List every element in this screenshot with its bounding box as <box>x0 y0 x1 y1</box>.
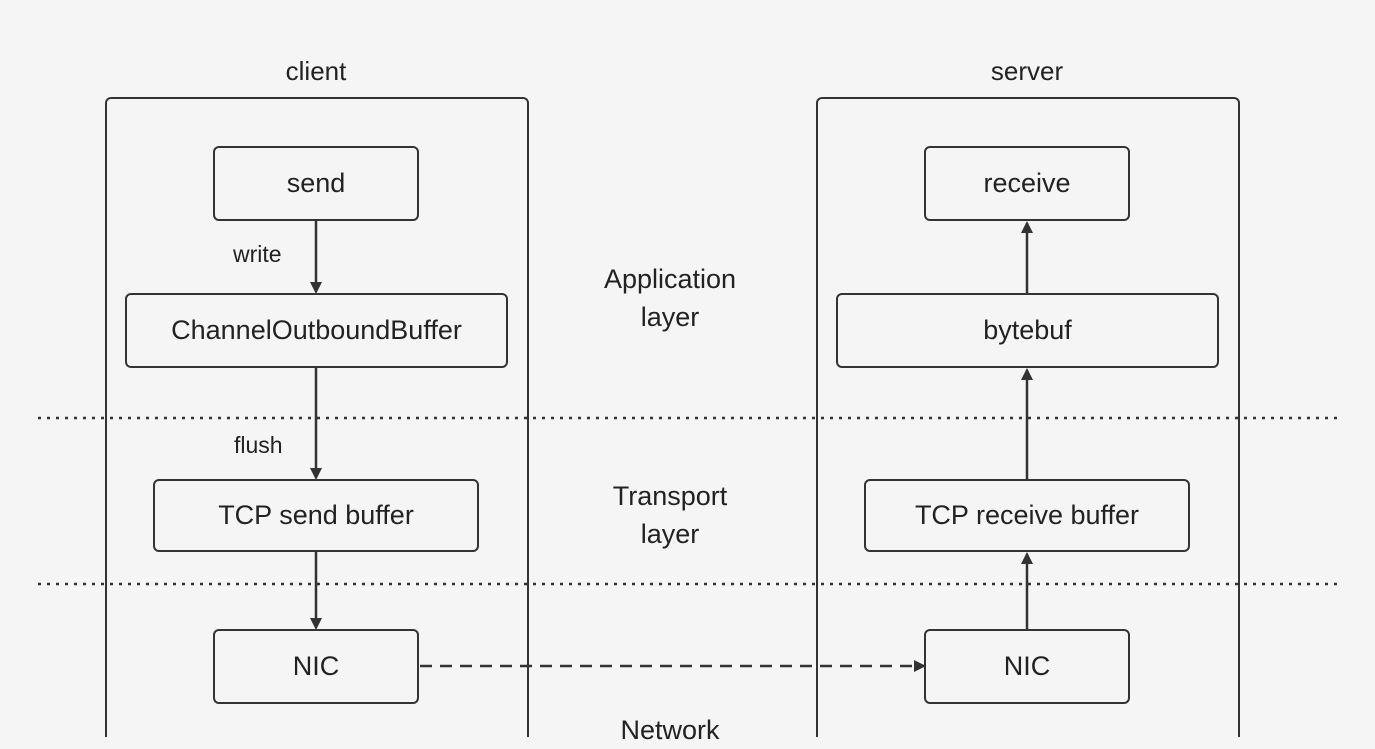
client-title: client <box>285 56 347 86</box>
transport-layer-line-1: Transport <box>612 481 728 511</box>
bytebuf-node: bytebuf <box>836 293 1219 368</box>
tcp-receive-buffer-node: TCP receive buffer <box>864 479 1190 552</box>
client-nic-node: NIC <box>213 629 419 704</box>
transport-layer-label: Transport layer <box>550 477 790 553</box>
transport-layer-line-2: layer <box>640 519 700 549</box>
channel-outbound-buffer-node: ChannelOutboundBuffer <box>125 293 508 368</box>
send-node: send <box>213 146 419 221</box>
application-layer-line-1: Application <box>603 264 737 294</box>
network-stack-diagram: client server send ChannelOutboundBuffer… <box>38 56 1338 745</box>
connector-layer <box>38 221 1338 672</box>
application-layer-label: Application layer <box>550 260 790 336</box>
tcp-send-buffer-node: TCP send buffer <box>153 479 479 552</box>
receive-node: receive <box>924 146 1130 221</box>
server-container <box>816 97 1240 737</box>
network-layer-label: Network <box>620 715 720 745</box>
client-container <box>105 97 529 737</box>
application-layer-line-2: layer <box>640 302 700 332</box>
write-label: write <box>233 241 282 267</box>
server-title: server <box>990 56 1064 86</box>
flush-label: flush <box>234 432 283 458</box>
server-nic-node: NIC <box>924 629 1130 704</box>
